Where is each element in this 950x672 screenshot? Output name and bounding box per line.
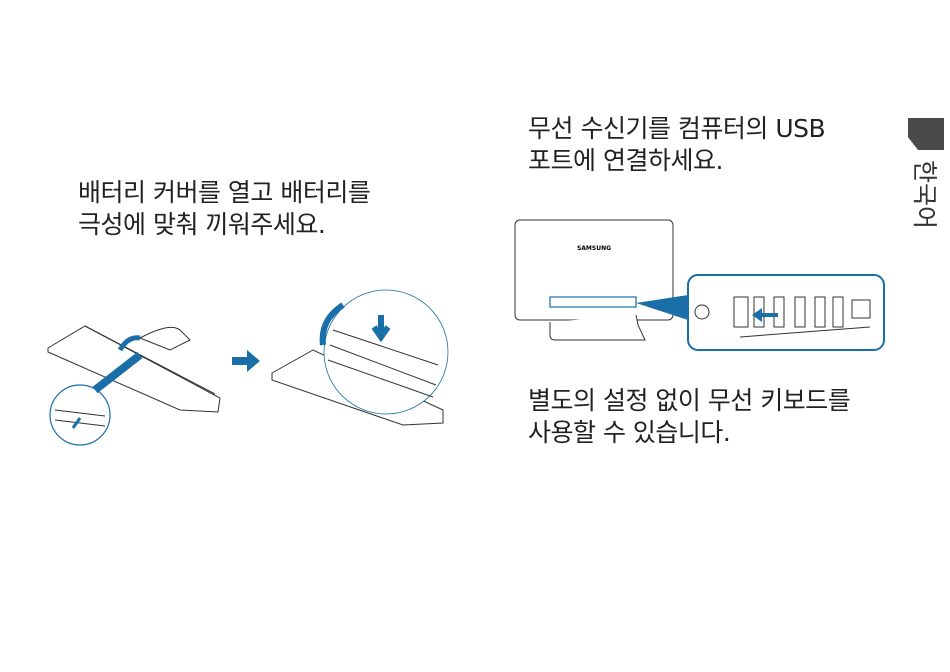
insert-arrow-icon <box>752 308 778 322</box>
rotate-arrow-icon <box>117 335 141 352</box>
up-arrow-icon <box>71 417 82 429</box>
instruction-line: 별도의 설정 없이 무선 키보드를 <box>528 386 851 415</box>
rotate-arrow-icon <box>319 302 345 346</box>
language-tab-marker <box>908 118 944 150</box>
keyboard-insert-battery-illustration <box>271 289 449 426</box>
instruction-line: 배터리 커버를 열고 배터리를 <box>78 178 371 207</box>
instruction-line: 포트에 연결하세요. <box>528 146 723 175</box>
language-tab-label: 한국어 <box>910 160 939 230</box>
instruction-line: 사용할 수 있습니다. <box>528 418 731 447</box>
keyboard-open-cover-illustration <box>47 325 221 446</box>
samsung-logo: SAMSUNG <box>577 245 611 252</box>
keyboard-instruction: 별도의 설정 없이 무선 키보드를 사용할 수 있습니다. <box>528 385 851 449</box>
usb-instruction: 무선 수신기를 컴퓨터의 USB 포트에 연결하세요. <box>528 113 826 177</box>
battery-instruction: 배터리 커버를 열고 배터리를 극성에 맞춰 끼워주세요. <box>78 177 371 241</box>
instruction-line: 극성에 맞춰 끼워주세요. <box>78 210 326 239</box>
zoom-pointer-icon <box>92 351 143 394</box>
instruction-line: 무선 수신기를 컴퓨터의 USB <box>528 114 826 143</box>
down-arrow-icon <box>371 315 391 343</box>
pc-usb-illustration: SAMSUNG <box>514 219 885 351</box>
next-step-arrow-icon <box>232 350 260 372</box>
